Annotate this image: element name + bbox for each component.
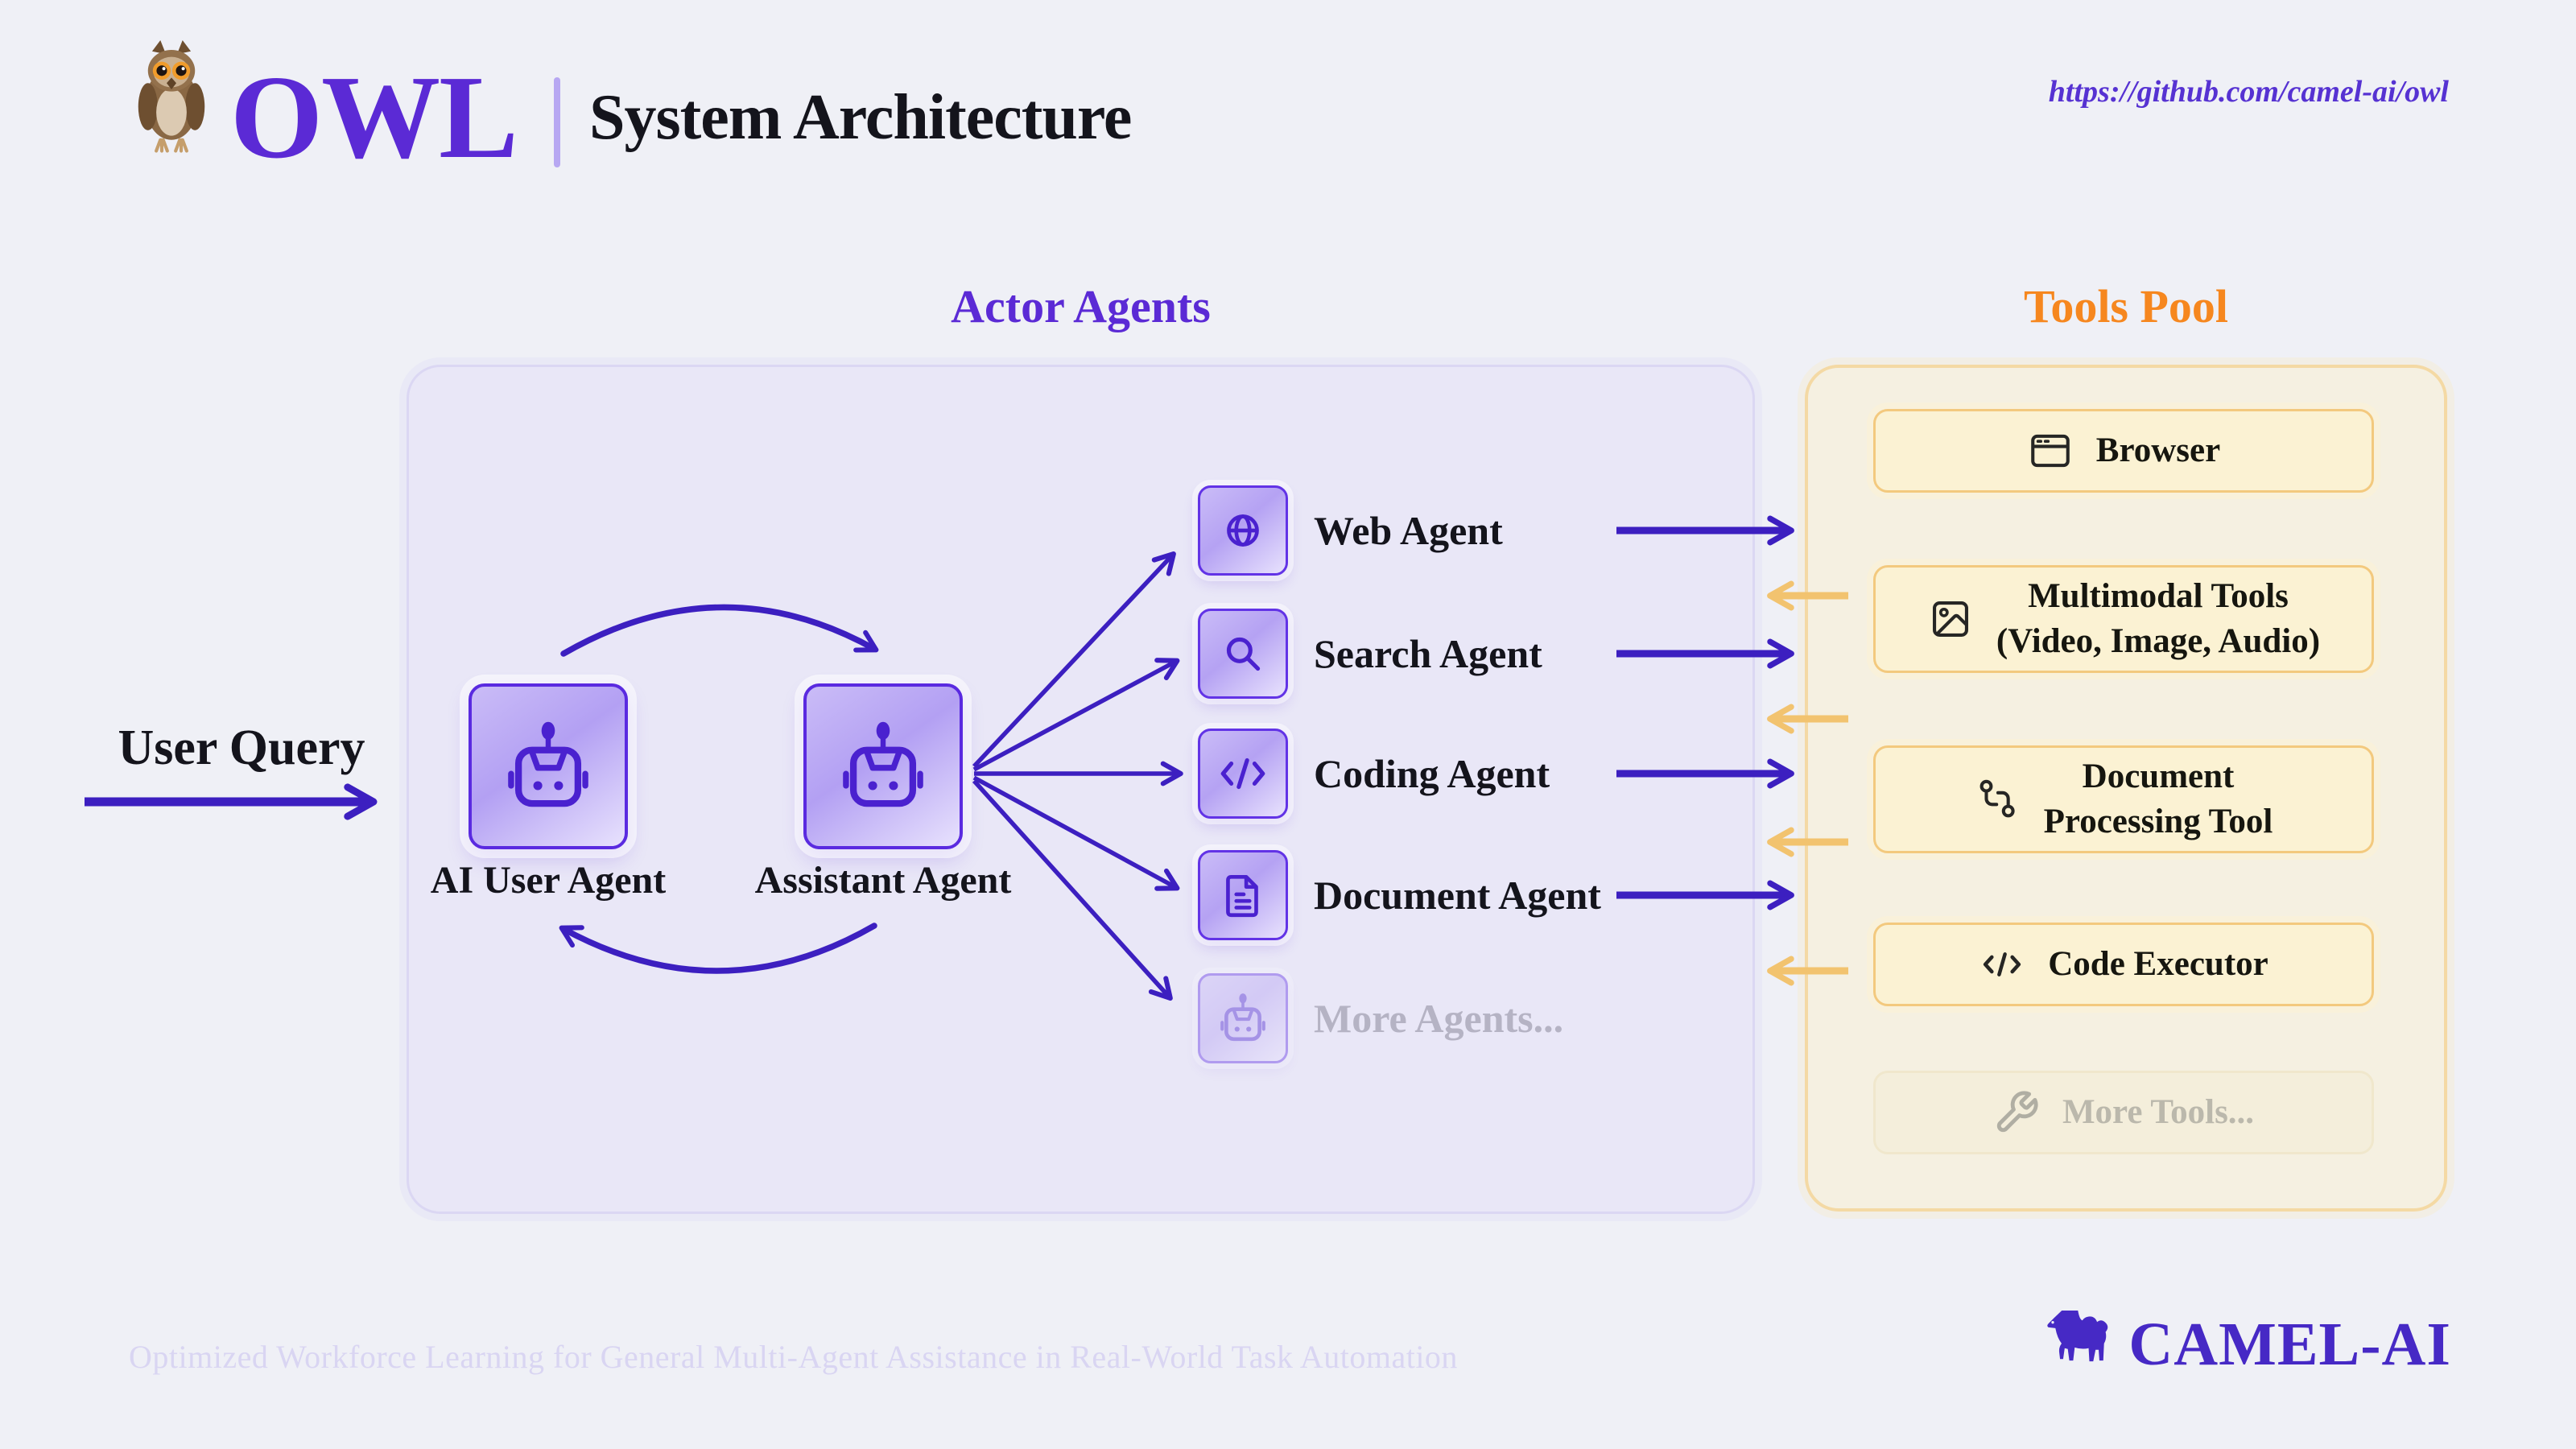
document-agent-icon-card [1198,850,1288,940]
logo-text: OWL [230,52,518,184]
code-icon [1220,758,1265,790]
brand-text: CAMEL-AI [2128,1311,2451,1378]
web-agent-icon-card [1198,485,1288,576]
code-icon [1984,952,2021,976]
assistant-agent-card [803,683,963,849]
owl-logo-icon [127,40,216,174]
globe-icon [1227,514,1259,547]
tool-card-multimodal: Multimodal Tools (Video, Image, Audio) [1873,565,2374,673]
robot-icon [1220,993,1265,1042]
tool-label: Browser [2095,431,2221,470]
workflow-icon [1979,779,2015,818]
tool-label: More Tools... [2062,1093,2255,1132]
assistant-agent-label: Assistant Agent [754,859,1012,902]
tools-pool-title: Tools Pool [2023,280,2229,332]
tool-label-line2: Processing Tool [2043,803,2273,840]
wrench-icon [1996,1091,2038,1133]
coding-agent-icon-card [1198,729,1288,819]
repo-url-link[interactable]: https://github.com/camel-ai/owl [2048,75,2449,109]
page-title: System Architecture [589,82,1132,153]
document-agent-label: Document Agent [1314,873,1601,918]
tool-card-code-executor: Code Executor [1873,923,2374,1006]
tool-label: Document [2082,758,2235,796]
robot-icon [843,721,923,807]
tool-label-line2: (Video, Image, Audio) [1996,622,2321,660]
search-agent-label: Search Agent [1314,631,1542,676]
search-icon [1226,637,1261,671]
robot-icon [508,721,588,807]
tool-label: Code Executor [2048,945,2268,984]
search-agent-icon-card [1198,609,1288,699]
image-icon [1932,601,1968,637]
tool-card-browser: Browser [1873,409,2374,493]
browser-window-icon [2030,434,2070,468]
more-agents-label: More Agents... [1314,996,1564,1041]
ai-user-agent-label: AI User Agent [430,859,667,902]
ai-user-agent-card [469,683,628,849]
tool-label: Multimodal Tools [2028,577,2289,616]
footer-tagline: Optimized Workforce Learning for General… [129,1339,1458,1375]
user-query-label: User Query [118,720,365,775]
coding-agent-label: Coding Agent [1314,751,1550,796]
tool-card-more-tools: More Tools... [1873,1071,2374,1154]
camel-ai-brand: CAMEL-AI [2043,1311,2451,1378]
header-divider [554,77,560,167]
camel-icon [2047,1311,2108,1362]
more-agents-icon-card [1198,973,1288,1063]
web-agent-label: Web Agent [1314,508,1503,553]
document-icon [1226,874,1258,918]
actor-agents-title: Actor Agents [951,280,1211,332]
tool-card-document-processing: Document Processing Tool [1873,745,2374,853]
